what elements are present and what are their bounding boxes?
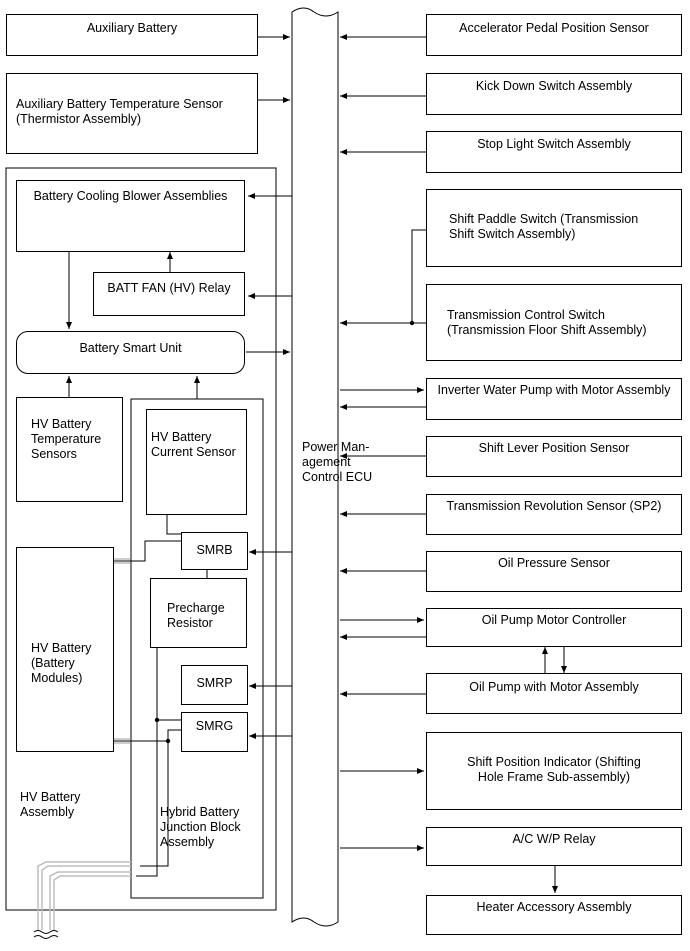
wire-smrg-down: [140, 741, 169, 867]
wire-battery-bottom: [114, 729, 181, 742]
kick-down-label: Kick Down Switch Assembly: [475, 79, 633, 93]
junction-block-label: Hybrid Battery Junction Block Assembly: [160, 805, 241, 849]
oil-pump-ctrl-label: Oil Pump Motor Controller: [481, 613, 627, 627]
wire-node-3: [409, 320, 415, 326]
aux-temp-sensor-label: Auxiliary Battery Temperature Sensor (Th…: [16, 97, 223, 126]
ecu-bus-outline: [291, 7, 339, 927]
accel-sensor-label: Accelerator Pedal Position Sensor: [459, 21, 649, 35]
hv-cables: [37, 558, 131, 930]
auxiliary-battery-label: Auxiliary Battery: [86, 21, 178, 35]
wire-shift-paddle: [411, 229, 426, 323]
hv-current-sensor-label: HV Battery Current Sensor: [151, 430, 236, 459]
smrb-box: SMRB: [181, 532, 248, 570]
smart-unit-box: Battery Smart Unit: [16, 331, 245, 374]
hv-battery-assembly-border: [5, 167, 277, 911]
accel-sensor-box: Accelerator Pedal Position Sensor: [426, 14, 682, 56]
stop-light-box: Stop Light Switch Assembly: [426, 131, 682, 173]
auxiliary-battery-box: Auxiliary Battery: [6, 14, 258, 56]
hv-battery-assembly-label: HV Battery Assembly: [20, 790, 81, 819]
wire-current-sensor-smrb: [166, 515, 181, 535]
heater-label: Heater Accessory Assembly: [476, 900, 632, 914]
wire-precharge-down: [136, 720, 158, 877]
smrb-label: SMRB: [196, 543, 233, 557]
smrg-label: SMRG: [195, 719, 234, 733]
trans-control-box: Transmission Control Switch (Transmissio…: [426, 284, 682, 361]
wire-battery-top: [114, 540, 181, 562]
inverter-pump-label: Inverter Water Pump with Motor Assembly: [437, 383, 671, 397]
hv-temp-sensors-box: HV Battery Temperature Sensors: [16, 397, 123, 502]
shift-indicator-label: Shift Position Indicator (Shifting Hole …: [467, 755, 641, 784]
shift-paddle-box: Shift Paddle Switch (Transmission Shift …: [426, 189, 682, 267]
wire-node-2: [165, 738, 171, 744]
oil-pressure-box: Oil Pressure Sensor: [426, 551, 682, 592]
hv-battery-box: HV Battery (Battery Modules): [16, 547, 114, 752]
precharge-box: Precharge Resistor: [150, 578, 247, 648]
oil-pump-ctrl-box: Oil Pump Motor Controller: [426, 608, 682, 647]
smrp-label: SMRP: [196, 676, 233, 690]
blower-box: Battery Cooling Blower Assemblies: [16, 180, 245, 252]
trans-control-label: Transmission Control Switch (Transmissio…: [447, 308, 647, 337]
stop-light-label: Stop Light Switch Assembly: [477, 137, 631, 151]
trans-rev-label: Transmission Revolution Sensor (SP2): [446, 499, 662, 513]
shift-lever-label: Shift Lever Position Sensor: [478, 441, 630, 455]
shift-paddle-label: Shift Paddle Switch (Transmission Shift …: [449, 212, 639, 241]
blower-label: Battery Cooling Blower Assemblies: [33, 189, 228, 203]
ac-wp-relay-label: A/C W/P Relay: [512, 832, 596, 846]
batt-fan-relay-box: BATT FAN (HV) Relay: [93, 272, 245, 316]
smart-unit-label: Battery Smart Unit: [79, 341, 182, 355]
aux-temp-sensor-box: Auxiliary Battery Temperature Sensor (Th…: [6, 73, 258, 154]
oil-pump-motor-box: Oil Pump with Motor Assembly: [426, 673, 682, 714]
precharge-label: Precharge Resistor: [167, 601, 225, 630]
hv-current-sensor-box: HV Battery Current Sensor: [146, 409, 247, 515]
inverter-pump-box: Inverter Water Pump with Motor Assembly: [426, 378, 682, 420]
oil-pump-motor-label: Oil Pump with Motor Assembly: [469, 680, 639, 694]
ecu-label: Power Man- agement Control ECU: [302, 440, 373, 484]
batt-fan-relay-label: BATT FAN (HV) Relay: [107, 281, 231, 295]
trans-rev-box: Transmission Revolution Sensor (SP2): [426, 494, 682, 535]
wire-node-1: [154, 717, 160, 723]
shift-lever-box: Shift Lever Position Sensor: [426, 436, 682, 477]
shift-indicator-box: Shift Position Indicator (Shifting Hole …: [426, 732, 682, 810]
hv-temp-sensors-label: HV Battery Temperature Sensors: [31, 417, 102, 461]
cable-break-mark: [33, 930, 59, 934]
heater-box: Heater Accessory Assembly: [426, 895, 682, 935]
kick-down-box: Kick Down Switch Assembly: [426, 73, 682, 115]
cable-break-mark-2: [33, 935, 59, 939]
smrp-box: SMRP: [181, 665, 248, 705]
oil-pressure-label: Oil Pressure Sensor: [498, 556, 610, 570]
ac-wp-relay-box: A/C W/P Relay: [426, 827, 682, 866]
hv-battery-label: HV Battery (Battery Modules): [31, 641, 92, 685]
smrg-box: SMRG: [181, 712, 248, 752]
